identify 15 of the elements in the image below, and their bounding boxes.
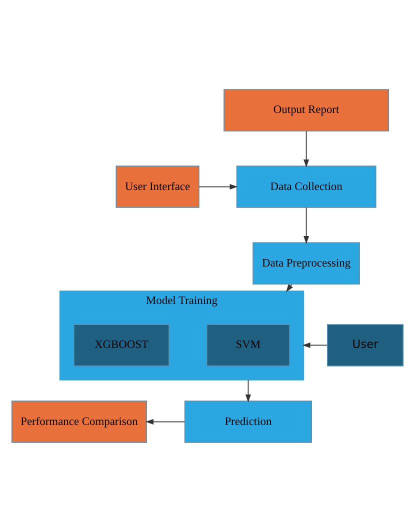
- arrow: [302, 342, 328, 348]
- node-box: XGBOOST: [74, 324, 170, 366]
- node-box: Performance Comparison: [11, 400, 147, 442]
- node-box: Data Preprocessing: [252, 242, 360, 284]
- arrow: [245, 379, 251, 402]
- arrow: [304, 206, 310, 244]
- node-box: Data Collection: [236, 165, 376, 208]
- node-box: SVM: [206, 324, 290, 366]
- arrow: [146, 418, 185, 424]
- node-box: Output Report: [224, 88, 390, 131]
- node-box: User Interface: [116, 165, 200, 208]
- arrow: [198, 184, 238, 190]
- node-box: Prediction: [184, 400, 312, 442]
- node-box: User: [326, 324, 404, 366]
- arrow: [304, 130, 310, 167]
